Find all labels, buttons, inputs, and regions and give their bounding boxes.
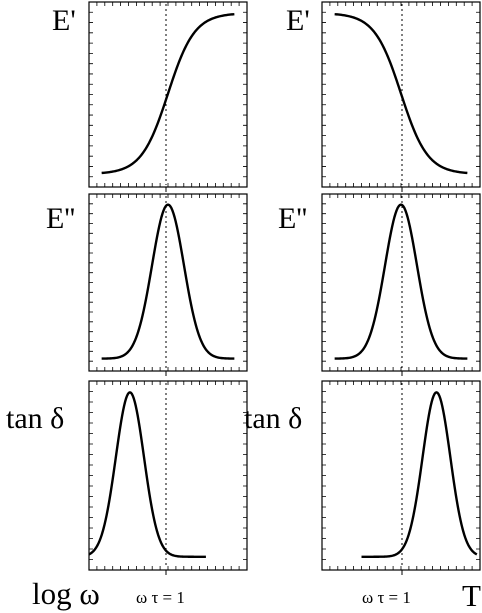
panel-ticks-4 [89,381,247,570]
ylabel-tan-delta-right: tan δ [244,402,303,435]
curve-peak-3 [334,203,468,360]
panel-frame-2 [88,193,248,372]
ylabel-e-double-prime-left: E'' [46,202,76,235]
xlabel-log-omega: log ω [32,576,100,611]
ylabel-e-double-prime-right: E'' [278,202,308,235]
ylabel-e-prime-left: E' [52,4,76,37]
curve-peak-4 [88,391,207,558]
marker-label-left: ω τ = 1 [136,588,185,607]
panel-frame-3 [321,193,481,372]
panel-ticks-0 [89,2,247,187]
marker-label-right: ω τ = 1 [362,588,411,607]
panel-frame-5 [321,380,481,571]
panel-ticks-2 [89,194,247,371]
curve-sigmoid-rising-0 [101,12,235,175]
xlabel-temperature: T [462,578,481,613]
curve-peak-5 [361,391,478,558]
curve-sigmoid-falling-1 [334,12,468,175]
curve-peak-2 [101,203,235,360]
panel-ticks-3 [322,194,480,371]
panel-ticks-1 [322,2,480,187]
ylabel-tan-delta-left: tan δ [6,402,65,435]
panel-ticks-5 [322,381,480,570]
ylabel-e-prime-right: E' [286,4,310,37]
